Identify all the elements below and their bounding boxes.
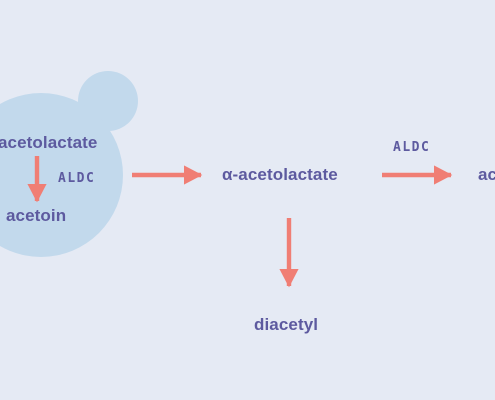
truncated-product-label: ac — [478, 165, 495, 184]
inside-acetoin-label: acetoin — [6, 206, 67, 225]
outside-aldc-enzyme-label: ALDC — [393, 140, 431, 155]
inside-aldc-enzyme-label: ALDC — [58, 171, 96, 186]
alpha-acetolactate-label: α-acetolactate — [222, 165, 338, 184]
inside-acetolactate-label: acetolactate — [0, 133, 98, 152]
diacetyl-label: diacetyl — [254, 315, 319, 334]
yeast-cell-body — [0, 93, 123, 257]
yeast-cell — [0, 71, 138, 257]
